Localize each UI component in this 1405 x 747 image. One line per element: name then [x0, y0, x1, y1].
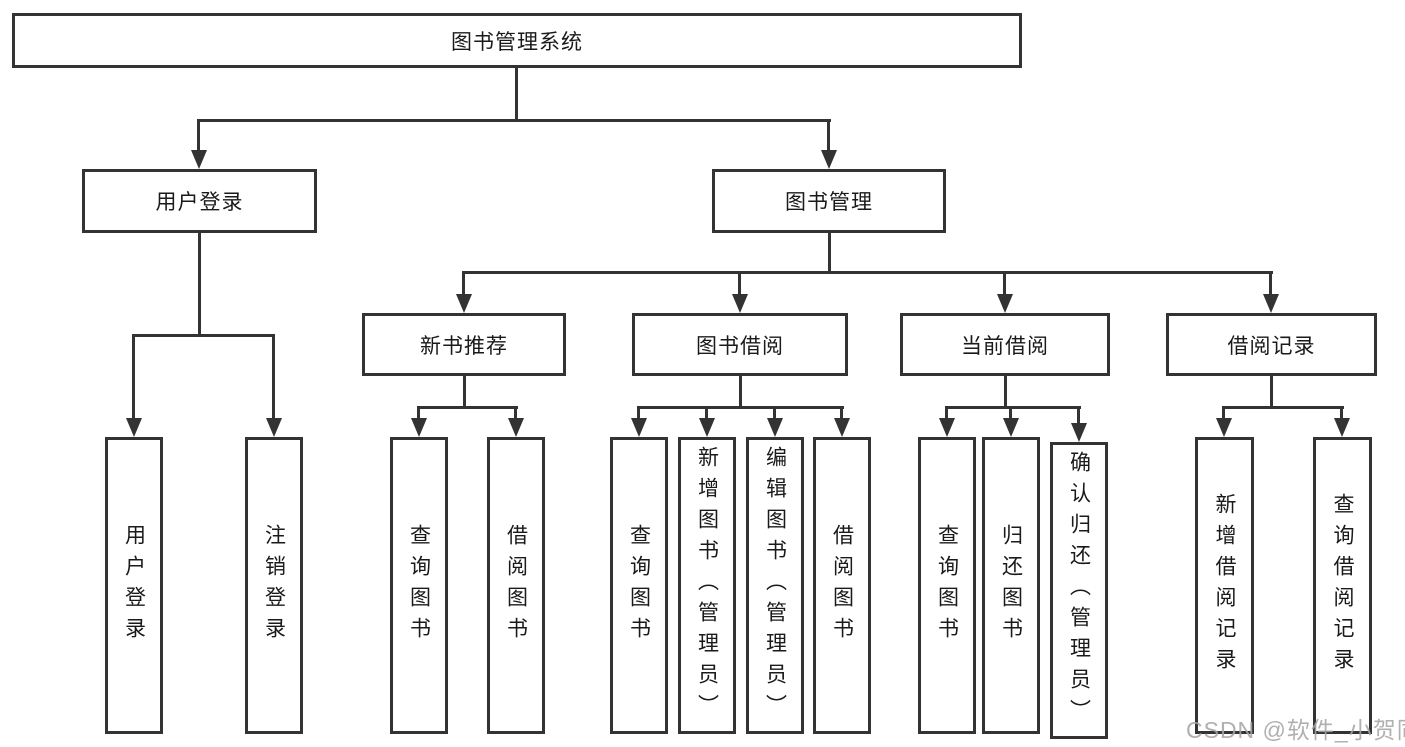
connector-borrow-records-rail [1222, 406, 1344, 409]
leaf-node-add-books-admin: 新增图书（管理员） [678, 437, 736, 734]
csdn-watermark: CSDN @软件_小贺同学 [1186, 717, 1405, 743]
leaf-node-query-borrow-record: 查询借阅记录 [1313, 437, 1372, 734]
arrow-down-to-current-borrow [997, 271, 1013, 313]
node-library-management-system: 图书管理系统 [12, 13, 1022, 68]
connector-new-book-rail [417, 406, 518, 409]
leaf-label: 查询图书 [407, 523, 431, 648]
leaf-node-return-books: 归还图书 [982, 437, 1040, 734]
leaf-node-query-books-3: 查询图书 [918, 437, 976, 734]
arrow-down-leaf [939, 406, 955, 437]
node-label: 新书推荐 [420, 334, 508, 358]
node-label: 图书借阅 [696, 334, 784, 358]
arrow-down-leaf [631, 406, 647, 437]
connector-level2-rail [198, 119, 831, 122]
leaf-label: 编辑图书（管理员） [763, 446, 787, 725]
leaf-node-user-login: 用户登录 [105, 437, 163, 734]
connector-level3-rail [462, 271, 1273, 274]
connector-book-borrow-rail [637, 406, 844, 409]
leaf-label: 查询图书 [627, 523, 651, 648]
arrow-down-leaf [411, 406, 427, 437]
leaf-label: 归还图书 [999, 523, 1023, 648]
connector-borrow-records-stem [1270, 376, 1273, 407]
node-label: 借阅记录 [1227, 334, 1316, 358]
arrow-down-leaf [1071, 406, 1087, 442]
node-new-book-recommend: 新书推荐 [362, 313, 566, 376]
arrow-down-to-borrow-records [1263, 271, 1279, 313]
leaf-label: 确认归还（管理员） [1067, 451, 1091, 730]
connector-book-borrow-stem [739, 376, 742, 407]
leaf-label: 注销登录 [262, 523, 286, 648]
leaf-node-query-books-2: 查询图书 [610, 437, 668, 734]
leaf-node-edit-books-admin: 编辑图书（管理员） [746, 437, 804, 734]
connector-user-login-rail [132, 334, 275, 337]
arrow-down-to-user-login [191, 119, 207, 169]
leaf-label: 新增图书（管理员） [695, 446, 719, 725]
leaf-label: 借阅图书 [830, 523, 854, 648]
node-label: 图书管理系统 [451, 30, 583, 54]
connector-current-borrow-rail [945, 406, 1081, 409]
arrow-down-leaf [834, 406, 850, 437]
leaf-label: 查询图书 [935, 523, 959, 648]
arrow-down-to-login-leaf [126, 334, 142, 437]
leaf-label: 查询借阅记录 [1331, 492, 1354, 679]
arrow-down-leaf [508, 406, 524, 437]
leaf-node-confirm-return-admin: 确认归还（管理员） [1050, 442, 1108, 739]
connector-user-login-stem [198, 233, 201, 335]
leaf-label: 借阅图书 [504, 523, 528, 648]
node-label: 用户登录 [155, 191, 244, 214]
node-book-management: 图书管理 [712, 169, 946, 233]
node-label: 当前借阅 [961, 334, 1049, 358]
leaf-node-borrow-books-2: 借阅图书 [813, 437, 871, 734]
arrow-down-to-book-management [821, 119, 837, 169]
leaf-label: 用户登录 [122, 523, 146, 648]
arrow-down-leaf [767, 406, 783, 437]
arrow-down-leaf [699, 406, 715, 437]
node-current-borrowing: 当前借阅 [900, 313, 1110, 376]
connector-root-stem [515, 68, 518, 120]
arrow-down-leaf [1334, 406, 1350, 437]
arrow-down-leaf [1003, 406, 1019, 437]
arrow-down-leaf [1216, 406, 1232, 437]
leaf-node-logout: 注销登录 [245, 437, 303, 734]
connector-current-borrow-stem [1004, 376, 1007, 407]
leaf-label: 新增借阅记录 [1213, 492, 1236, 679]
node-label: 图书管理 [785, 191, 873, 214]
node-user-login: 用户登录 [82, 169, 317, 233]
connector-new-book-stem [463, 376, 466, 407]
node-book-borrowing: 图书借阅 [632, 313, 848, 376]
leaf-node-borrow-books-1: 借阅图书 [487, 437, 545, 734]
connector-book-management-stem [828, 233, 831, 272]
arrow-down-to-new-book [456, 271, 472, 313]
arrow-down-to-book-borrow [732, 271, 748, 313]
leaf-node-query-books-1: 查询图书 [390, 437, 448, 734]
node-borrowing-records: 借阅记录 [1166, 313, 1377, 376]
leaf-node-add-borrow-record: 新增借阅记录 [1195, 437, 1254, 734]
arrow-down-to-logout-leaf [266, 334, 282, 437]
